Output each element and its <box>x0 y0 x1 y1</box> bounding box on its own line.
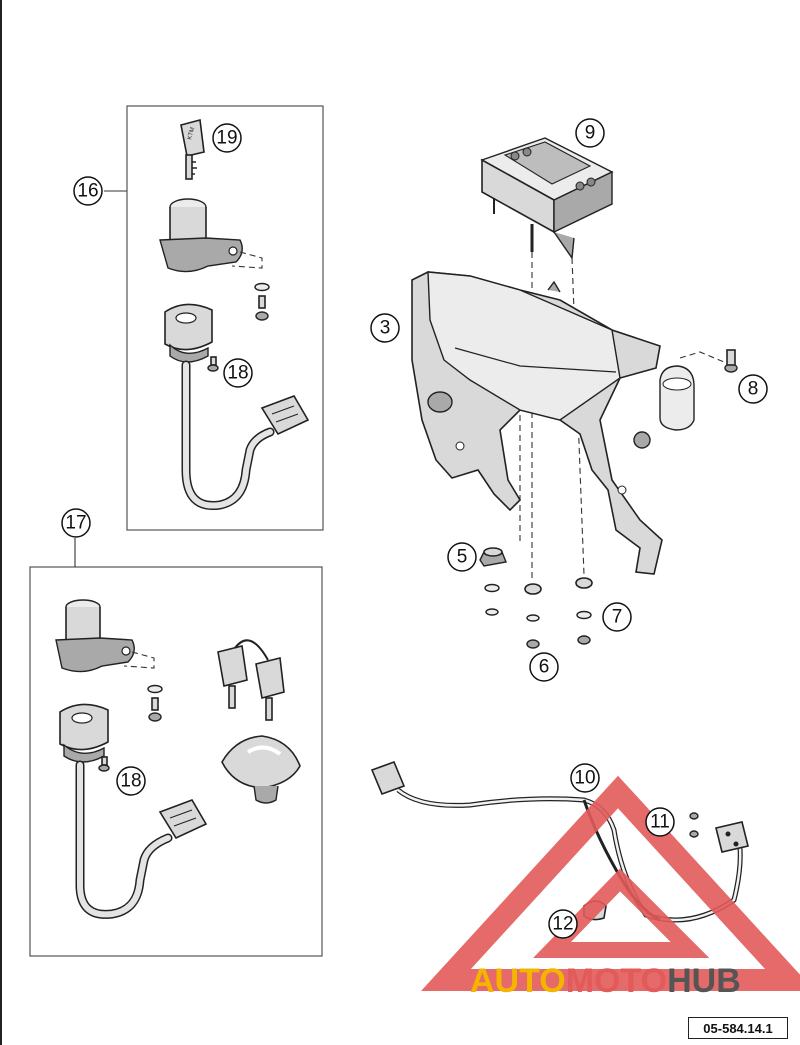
ignition-keys-pair-17 <box>217 639 285 721</box>
screw-16 <box>255 295 269 321</box>
logo-part-auto: AUTO <box>470 962 566 1000</box>
nut-7 <box>577 635 591 645</box>
svg-text:9: 9 <box>585 123 596 144</box>
washer-7 <box>576 610 592 620</box>
callout-9: 9 <box>575 118 605 148</box>
ignition-lock-housing-17 <box>55 599 135 673</box>
svg-text:8: 8 <box>748 379 759 400</box>
assembly-line-16a <box>231 251 263 269</box>
instrument-cluster-9 <box>480 137 614 260</box>
tank-cap-17 <box>221 735 301 804</box>
callout-18-lower: 18 <box>116 766 146 796</box>
washer-5b <box>485 608 499 616</box>
svg-text:3: 3 <box>380 318 391 339</box>
svg-text:18: 18 <box>227 363 248 384</box>
rubber-grommet-7 <box>575 577 593 589</box>
washer-5a <box>484 583 500 593</box>
svg-text:16: 16 <box>77 181 98 202</box>
svg-text:6: 6 <box>539 657 550 678</box>
ignition-switch-17 <box>59 703 109 763</box>
svg-text:17: 17 <box>65 513 86 534</box>
svg-text:7: 7 <box>612 607 623 628</box>
ignition-key-19: KTM <box>180 118 205 180</box>
washer-17 <box>147 684 163 694</box>
svg-text:KTM: KTM <box>187 127 196 141</box>
callout-3: 3 <box>370 313 400 343</box>
screws-11 <box>689 812 699 838</box>
callout-11: 11 <box>645 807 675 837</box>
wiring-harness-10 <box>370 760 743 923</box>
callout-7: 7 <box>602 602 632 632</box>
connector-17 <box>158 799 208 840</box>
assembly-line-8 <box>679 351 725 363</box>
diagram-reference-code: 05-584.14.1 <box>688 1017 788 1039</box>
automotohub-watermark-logo: AUTOMOTOHUB <box>470 962 741 1001</box>
svg-text:19: 19 <box>216 128 237 149</box>
washer-16 <box>254 282 270 292</box>
callout-8: 8 <box>738 374 768 404</box>
bracket-plate-11 <box>715 821 749 853</box>
logo-part-hub: HUB <box>667 962 741 1000</box>
callout-19: 19 <box>212 123 242 153</box>
callout-16: 16 <box>73 176 103 206</box>
rubber-grommet-6 <box>524 583 542 595</box>
svg-text:5: 5 <box>457 547 468 568</box>
washer-6 <box>526 614 540 622</box>
ignition-lock-housing-16 <box>159 198 243 273</box>
callout-17: 17 <box>61 508 91 538</box>
assembly-line-17a <box>123 651 155 669</box>
ignition-switch-16 <box>164 303 213 363</box>
svg-text:11: 11 <box>650 812 670 833</box>
svg-text:10: 10 <box>574 768 595 789</box>
svg-text:18: 18 <box>120 771 141 792</box>
screw-18b <box>98 756 110 772</box>
logo-part-moto: MOTO <box>565 962 668 1000</box>
screw-17 <box>148 697 162 722</box>
callout-6: 6 <box>529 652 559 682</box>
callout-18-upper: 18 <box>223 358 253 388</box>
screw-8 <box>724 349 738 373</box>
headlight-mask-3 <box>411 271 695 575</box>
nut-5 <box>479 547 507 567</box>
group-16-frame <box>126 105 324 531</box>
nut-6 <box>526 639 540 649</box>
callout-12: 12 <box>548 909 578 939</box>
screw-18a <box>207 356 219 372</box>
connector-16 <box>260 395 310 436</box>
watermark-triangle <box>421 775 800 991</box>
group-17-frame <box>29 566 323 957</box>
switch-cable-16 <box>181 360 275 511</box>
callout-10: 10 <box>570 763 600 793</box>
svg-text:12: 12 <box>552 914 573 935</box>
callout-5: 5 <box>447 542 477 572</box>
